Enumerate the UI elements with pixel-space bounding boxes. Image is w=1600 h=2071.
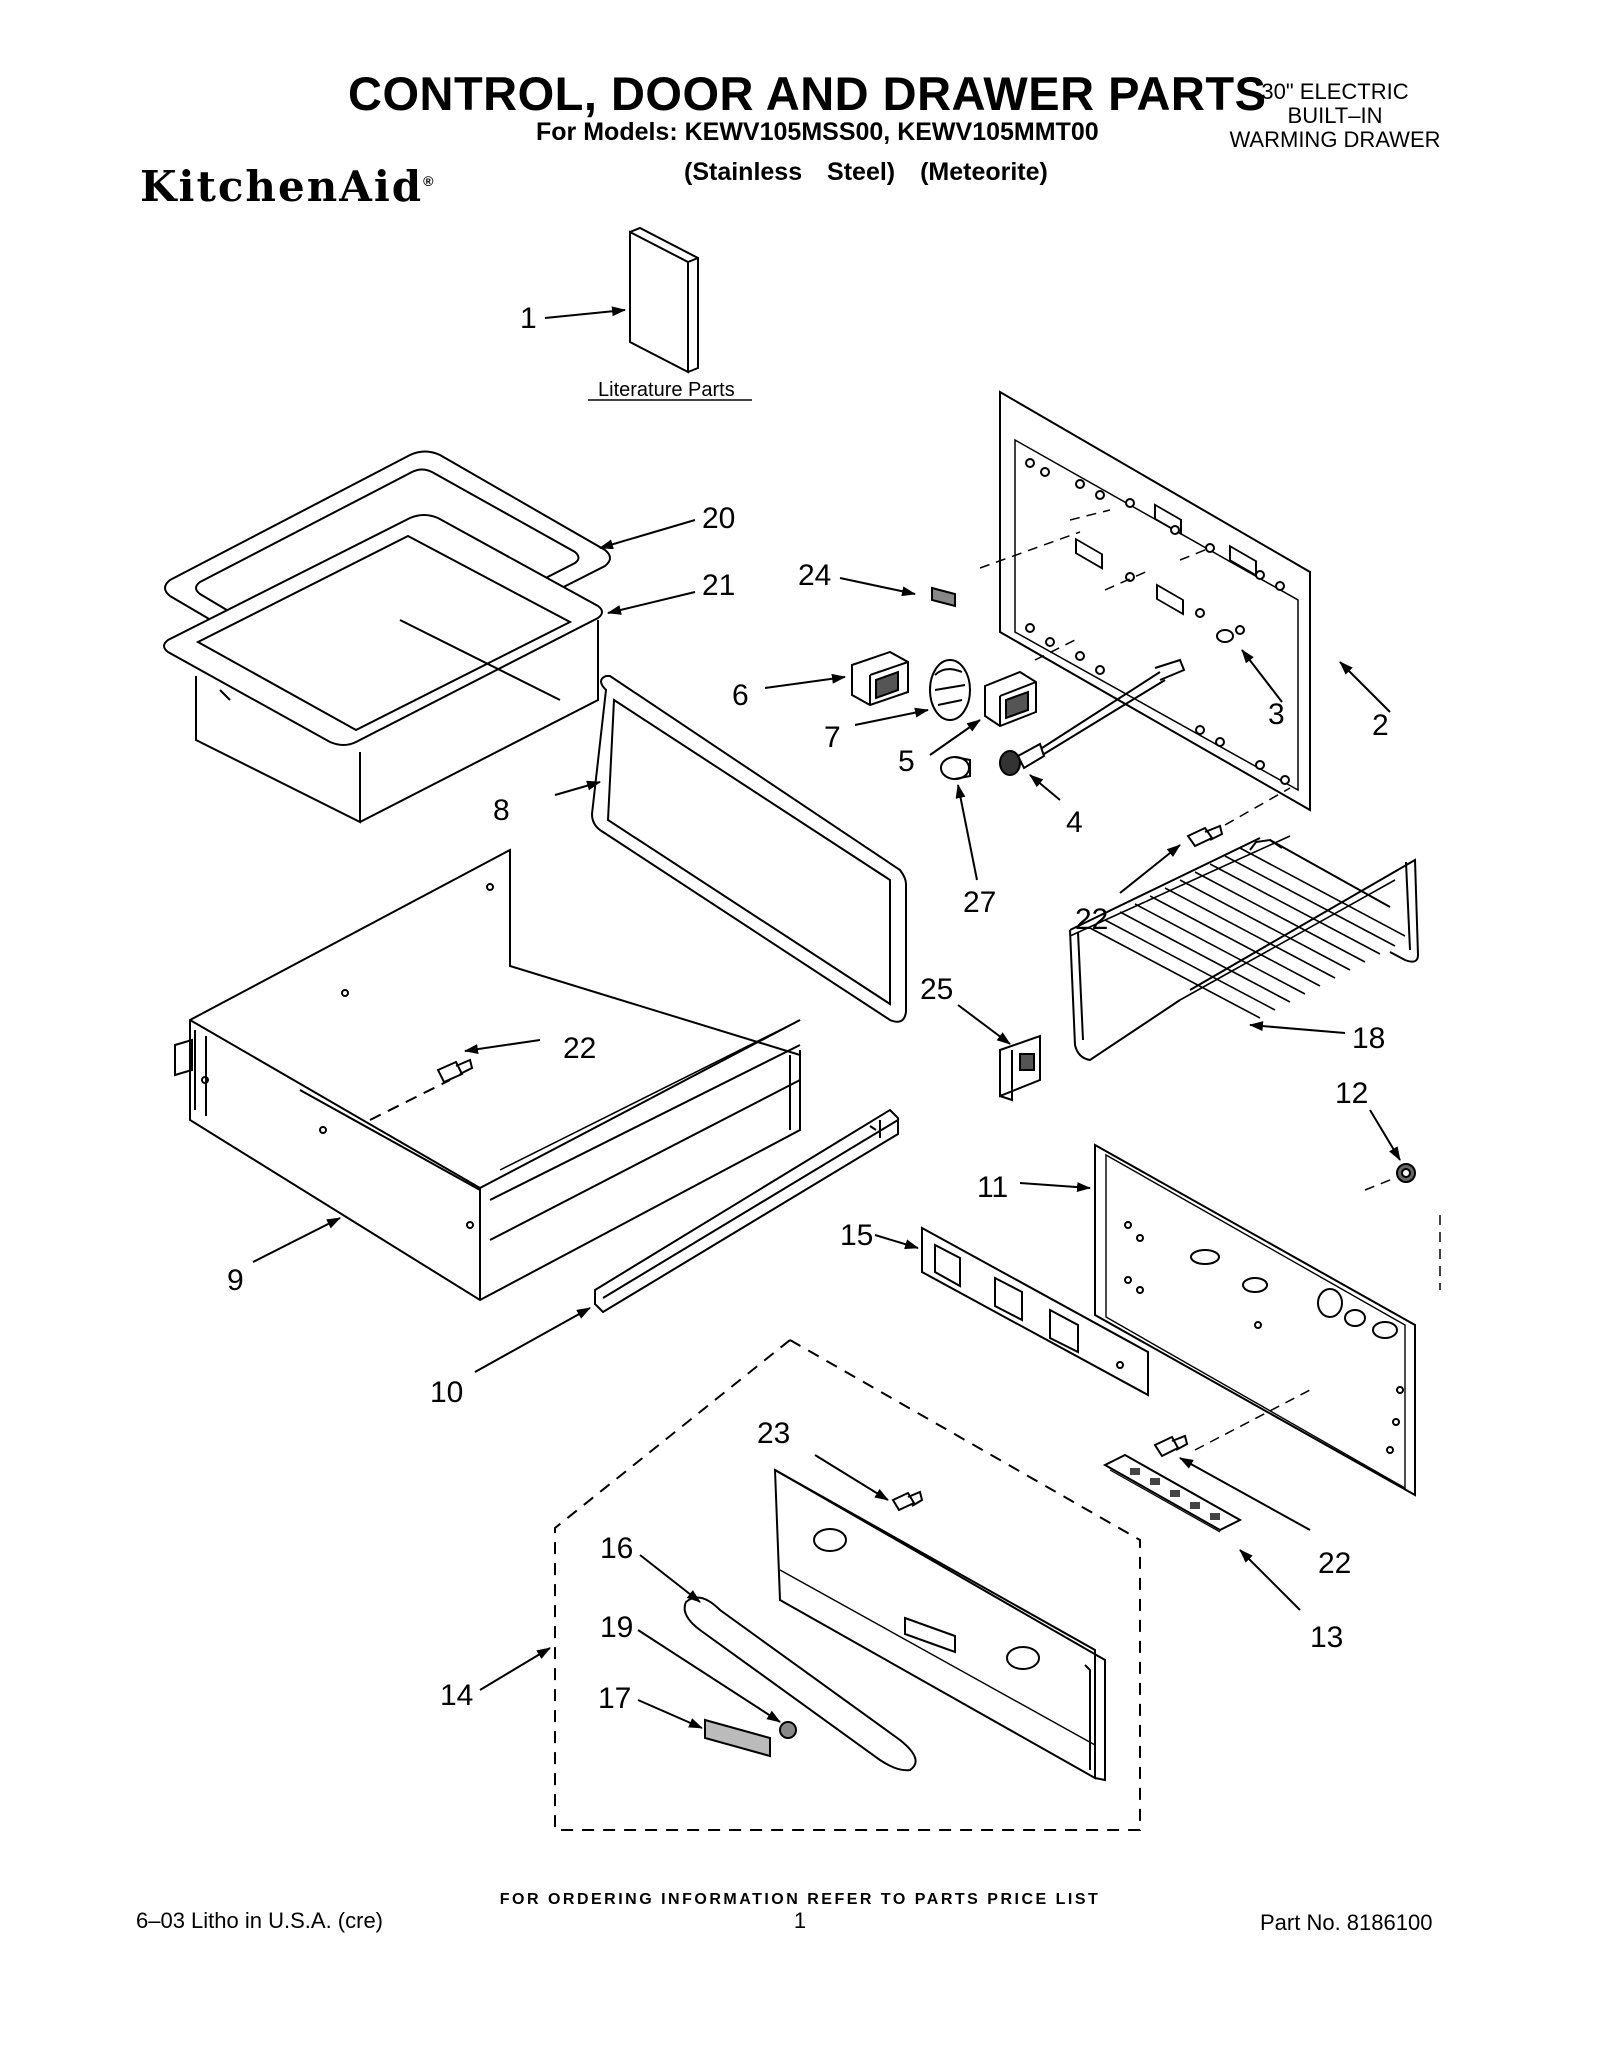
callout-18: 18 [1352, 1022, 1385, 1055]
callout-2: 2 [1372, 709, 1389, 742]
callout-1: 1 [520, 302, 537, 335]
part-number: Part No. 8186100 [1260, 1910, 1433, 1935]
callout-8: 8 [493, 794, 510, 827]
callout-12: 12 [1335, 1077, 1368, 1110]
callout-17: 17 [598, 1682, 631, 1715]
ordering-note: FOR ORDERING INFORMATION REFER TO PARTS … [499, 1891, 1101, 1908]
callout-13: 13 [1310, 1621, 1343, 1654]
model-numbers: For Models: KEWV105MSS00, KEWV105MMT00 [536, 118, 1099, 146]
part-15-switch-mounting-bracket [921, 1226, 1149, 1397]
panel-mounting-holes [1025, 458, 1290, 785]
part-16-handle [683, 1596, 917, 1772]
part-4-indicator-lamp [999, 658, 1186, 776]
door-outer-panel [773, 1468, 1106, 1782]
part-21-pan-gasket-and-pan [163, 514, 603, 824]
callout-22-drawer: 22 [563, 1032, 596, 1065]
callout-20: 20 [702, 502, 735, 535]
part-22-screw-lower [1153, 1434, 1189, 1458]
callout-15: 15 [840, 1219, 873, 1252]
model-variants: (Stainless Steel) (Meteorite) [684, 158, 1048, 186]
part-8-door-gasket [590, 675, 907, 1023]
callout-10: 10 [430, 1376, 463, 1409]
part-6-rocker-switch [851, 650, 909, 707]
part-18-warming-rack [1069, 835, 1420, 1062]
page-title: CONTROL, DOOR AND DRAWER PARTS [348, 67, 1267, 120]
brand-name: KitchenAid [140, 162, 424, 211]
registered-mark: ® [423, 173, 436, 189]
part-5-rocker-switch [984, 670, 1037, 728]
part-25-bracket [999, 1034, 1041, 1102]
callout-labels: 1 2 3 4 5 6 7 8 9 10 11 12 13 14 15 16 1… [227, 302, 1389, 1715]
part-13-control-board [1102, 1453, 1243, 1533]
part-23-screw [891, 1490, 924, 1512]
part-10-drawer-slide [594, 1108, 899, 1314]
callout-9: 9 [227, 1264, 244, 1297]
callout-7: 7 [824, 721, 841, 754]
part-24-label [931, 586, 956, 608]
product-line-2: BUILT–IN [1287, 103, 1383, 128]
part-1-literature-booklet [629, 226, 699, 374]
product-line-1: 30" ELECTRIC [1261, 79, 1409, 104]
part-17-nameplate-badge [704, 1718, 771, 1758]
callout-5: 5 [898, 745, 915, 778]
part-22-screw-upper [1186, 824, 1224, 848]
part-7-control-knob [929, 659, 971, 721]
callout-4: 4 [1066, 806, 1083, 839]
callout-19: 19 [600, 1611, 633, 1644]
callout-3: 3 [1268, 698, 1285, 731]
page-number: 1 [793, 1908, 807, 1933]
callout-21: 21 [702, 569, 735, 602]
part-12-nut [1396, 1163, 1416, 1183]
callout-6: 6 [732, 679, 749, 712]
callout-11: 11 [977, 1171, 1008, 1204]
part-19-screw [779, 1721, 797, 1739]
brand-logo: KitchenAid® [140, 162, 435, 211]
literature-parts-label: Literature Parts [598, 379, 735, 401]
part-9-drawer-box [174, 848, 801, 1302]
part-2-control-panel-back [999, 390, 1311, 812]
litho-info: 6–03 Litho in U.S.A. (cre) [136, 1908, 384, 1933]
callout-22-lower: 22 [1318, 1547, 1351, 1580]
part-11-inner-door-panel [1094, 1143, 1416, 1497]
part-27-push-button [940, 756, 971, 780]
callout-22-upper: 22 [1075, 903, 1108, 936]
drawer-screw [436, 1058, 474, 1084]
callout-24: 24 [798, 559, 831, 592]
callout-16: 16 [600, 1532, 633, 1565]
callout-25: 25 [920, 973, 953, 1006]
callout-14: 14 [440, 1679, 473, 1712]
callout-27: 27 [963, 886, 996, 919]
callout-23: 23 [757, 1417, 790, 1450]
product-description: 30" ELECTRIC BUILT–IN WARMING DRAWER [1210, 80, 1460, 152]
product-line-3: WARMING DRAWER [1229, 127, 1441, 152]
